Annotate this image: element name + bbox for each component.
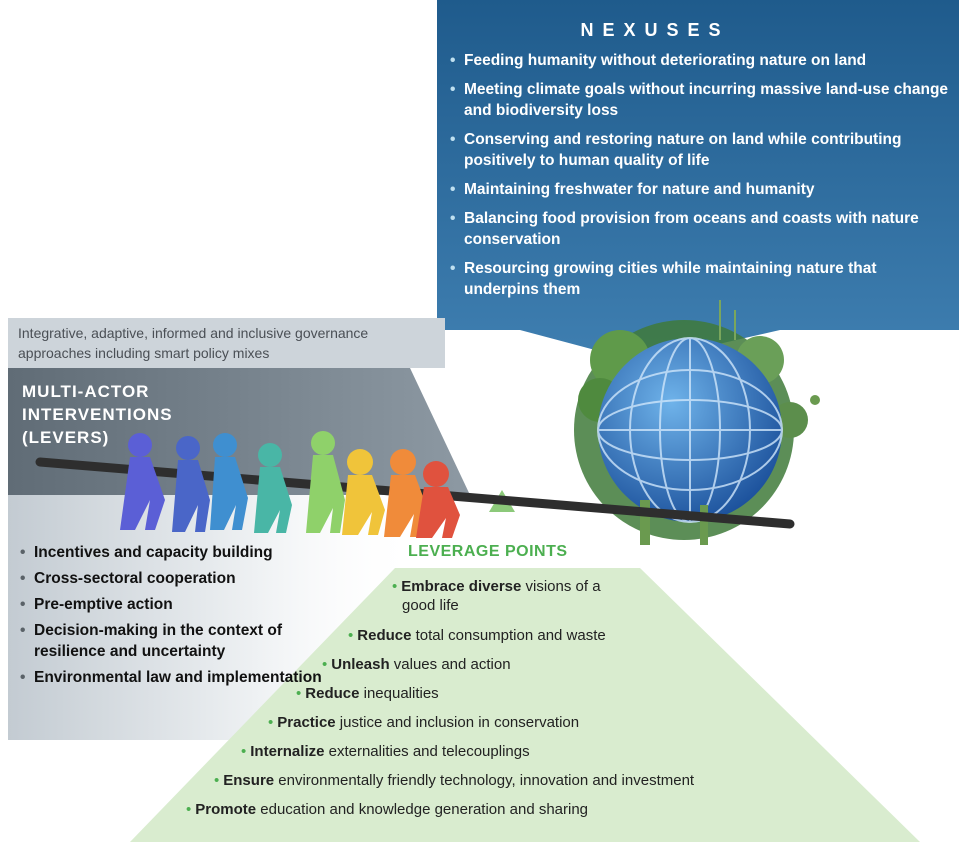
nexus-item: •Conserving and restoring nature on land… bbox=[450, 131, 902, 169]
bullet-icon: • bbox=[20, 622, 26, 639]
bullet-icon: • bbox=[20, 544, 26, 561]
bullet-icon: • bbox=[348, 627, 354, 644]
lever-item: •Decision-making in the context of resil… bbox=[20, 622, 283, 660]
leverage-point-continuation: good life bbox=[402, 597, 459, 614]
nexus-list: •Feeding humanity without deteriorating … bbox=[450, 50, 950, 308]
levers-title-line: MULTI-ACTOR bbox=[22, 382, 150, 401]
bullet-icon: • bbox=[450, 52, 456, 69]
bullet-icon: • bbox=[450, 131, 456, 148]
bullet-icon: • bbox=[214, 772, 220, 789]
bullet-icon: • bbox=[296, 685, 302, 702]
bullet-icon: • bbox=[268, 714, 274, 731]
person-1 bbox=[120, 433, 165, 530]
lever-item: •Environmental law and implementation bbox=[20, 669, 322, 686]
leverage-pyramid bbox=[130, 568, 920, 842]
person-6 bbox=[342, 449, 385, 535]
leverage-point: •Reduce inequalities bbox=[296, 685, 439, 702]
nexus-item: •Balancing food provision from oceans an… bbox=[450, 210, 919, 248]
levers-title-line: (LEVERS) bbox=[22, 428, 110, 447]
nexus-item: •Resourcing growing cities while maintai… bbox=[450, 260, 877, 298]
nexuses-panel bbox=[437, 0, 959, 362]
person-4 bbox=[254, 443, 292, 533]
lever-list: •Incentives and capacity building •Cross… bbox=[20, 542, 340, 693]
leverage-points-title: LEVERAGE POINTS bbox=[408, 543, 568, 560]
bullet-icon: • bbox=[241, 743, 247, 760]
bullet-icon: • bbox=[20, 669, 26, 686]
bullet-icon: • bbox=[450, 260, 456, 277]
person-5 bbox=[306, 431, 345, 533]
person-8 bbox=[416, 461, 460, 538]
nexus-item: •Maintaining freshwater for nature and h… bbox=[450, 181, 815, 198]
lever-item: •Incentives and capacity building bbox=[20, 544, 273, 561]
bullet-icon: • bbox=[322, 656, 328, 673]
leverage-point: •Reduce total consumption and waste bbox=[348, 627, 606, 644]
people-pulling bbox=[120, 431, 460, 538]
leverage-point: •Promote education and knowledge generat… bbox=[186, 801, 589, 818]
person-2 bbox=[172, 436, 210, 532]
governance-text: Integrative, adaptive, informed and incl… bbox=[18, 325, 369, 361]
bullet-icon: • bbox=[20, 570, 26, 587]
bullet-icon: • bbox=[392, 578, 398, 595]
levers-title-line: INTERVENTIONS bbox=[22, 405, 173, 424]
leverage-point: •Practice justice and inclusion in conse… bbox=[268, 714, 580, 731]
nexuses-title: NEXUSES bbox=[580, 20, 730, 40]
bullet-icon: • bbox=[450, 181, 456, 198]
nexus-item: •Meeting climate goals without incurring… bbox=[450, 81, 949, 119]
bullet-icon: • bbox=[450, 210, 456, 227]
bullet-icon: • bbox=[450, 81, 456, 98]
globe-illustration bbox=[574, 300, 820, 545]
lever-item: •Pre-emptive action bbox=[20, 596, 173, 613]
person-7 bbox=[384, 449, 428, 537]
leverage-point: •Unleash values and action bbox=[322, 656, 511, 673]
nexus-item: •Feeding humanity without deteriorating … bbox=[450, 52, 867, 69]
person-3 bbox=[210, 433, 248, 530]
lever-item: •Cross-sectoral cooperation bbox=[20, 570, 236, 587]
leverage-point: •Embrace diverse visions of a bbox=[392, 578, 601, 595]
leverage-point: •Ensure environmentally friendly technol… bbox=[214, 772, 695, 789]
bullet-icon: • bbox=[186, 801, 192, 818]
bullet-icon: • bbox=[20, 596, 26, 613]
governance-band bbox=[8, 318, 445, 368]
levers-title: MULTI-ACTOR INTERVENTIONS (LEVERS) bbox=[22, 380, 242, 449]
leverage-point: •Internalize externalities and telecoupl… bbox=[241, 743, 530, 760]
